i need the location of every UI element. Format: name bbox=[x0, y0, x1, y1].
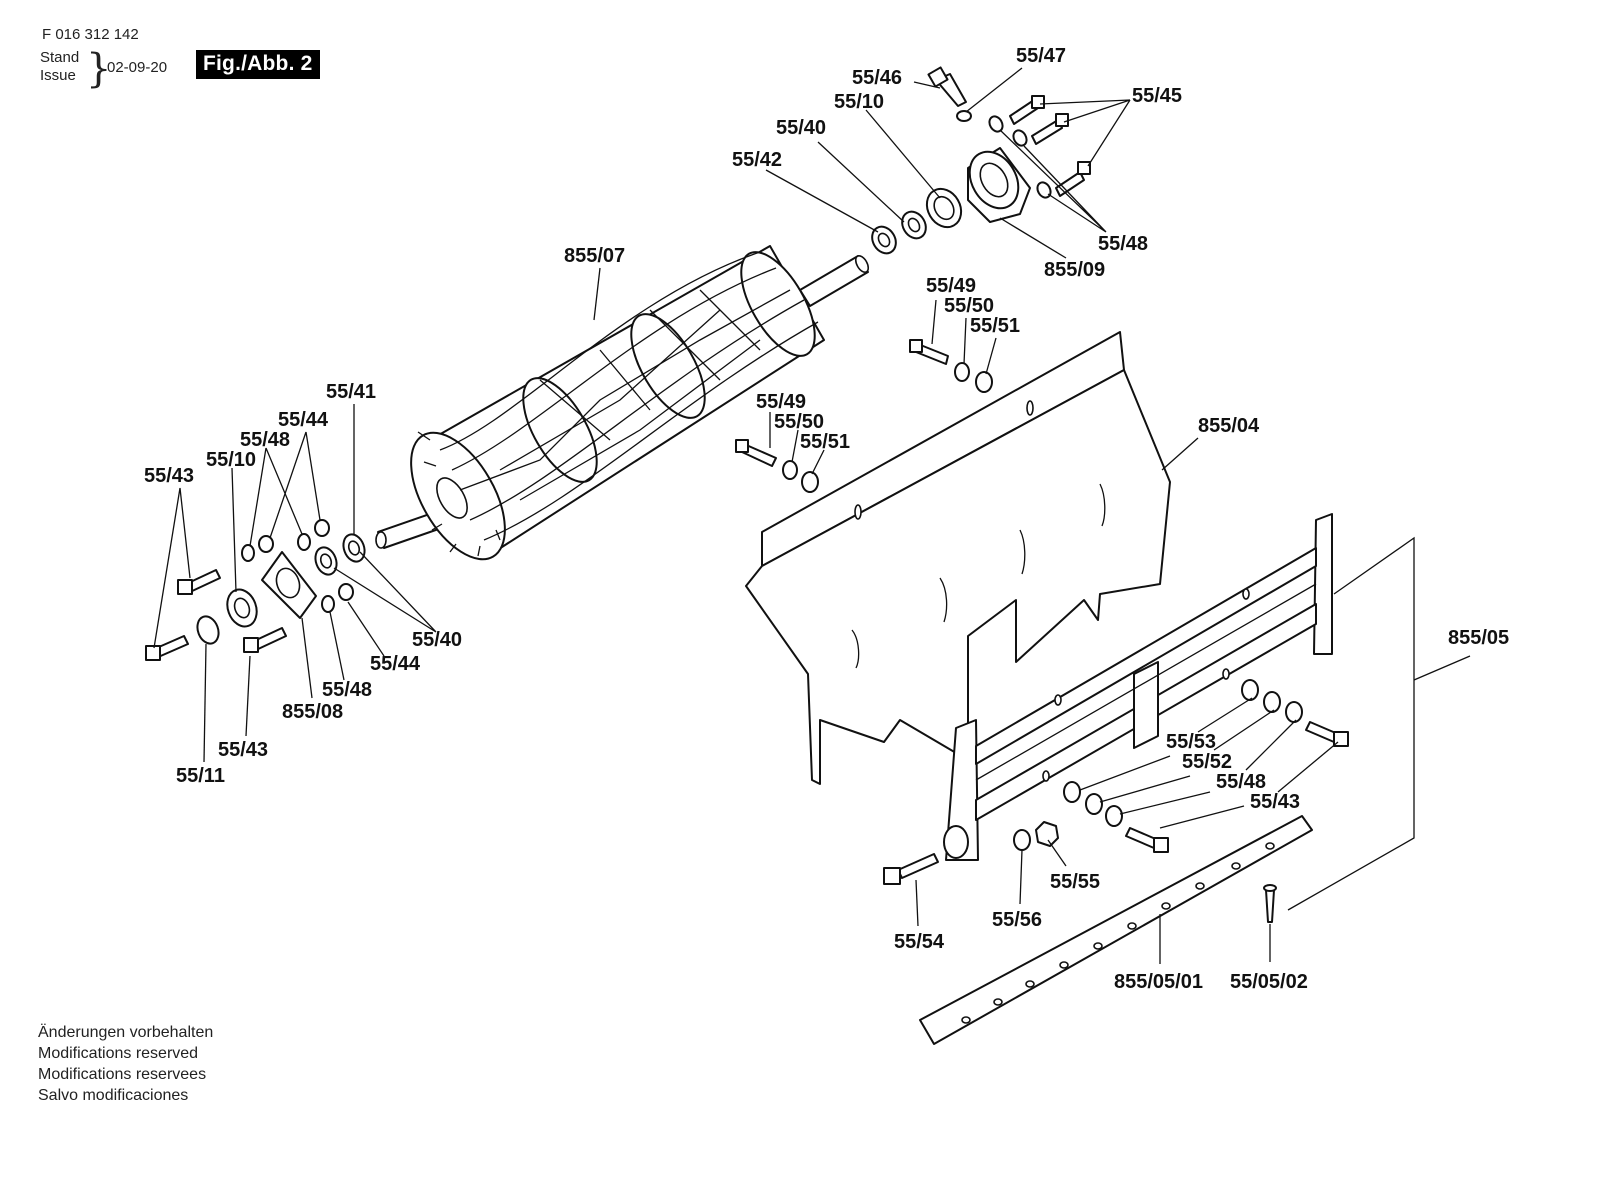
callout-55-10-left: 55/10 bbox=[206, 449, 256, 471]
brace-symbol: } bbox=[86, 46, 112, 92]
note-english: Modifications reserved bbox=[38, 1045, 199, 1062]
callout-55-10-top: 55/10 bbox=[834, 91, 884, 113]
callout-855-09: 855/09 bbox=[1044, 259, 1105, 281]
callout-55-52: 55/52 bbox=[1182, 751, 1232, 773]
note-french: Modifications reservees bbox=[38, 1066, 207, 1083]
callout-855-05-01: 855/05/01 bbox=[1114, 971, 1203, 993]
callout-55-45: 55/45 bbox=[1132, 85, 1182, 107]
callout-55-54: 55/54 bbox=[894, 931, 945, 953]
issue-date: 02-09-20 bbox=[107, 59, 168, 76]
note-spanish: Salvo modificaciones bbox=[38, 1087, 189, 1104]
callout-55-43-bottom: 55/43 bbox=[218, 739, 268, 761]
callout-55-46: 55/46 bbox=[852, 67, 902, 89]
callout-55-43-right: 55/43 bbox=[1250, 791, 1300, 813]
callout-55-51-middle: 55/51 bbox=[800, 431, 850, 453]
callout-55-44-bottom: 55/44 bbox=[370, 653, 421, 675]
note-german: Änderungen vorbehalten bbox=[38, 1024, 214, 1041]
stand-label: Stand bbox=[40, 49, 80, 66]
callout-55-50-upper: 55/50 bbox=[944, 295, 994, 317]
callout-55-47: 55/47 bbox=[1016, 45, 1066, 67]
callout-55-53: 55/53 bbox=[1166, 731, 1216, 753]
callout-55-05-02: 55/05/02 bbox=[1230, 971, 1308, 993]
callout-855-05: 855/05 bbox=[1448, 627, 1509, 649]
callout-55-48-top: 55/48 bbox=[1098, 233, 1148, 255]
bedknife-holes bbox=[961, 842, 1275, 1024]
callout-55-42: 55/42 bbox=[732, 149, 782, 171]
callout-55-48-right: 55/48 bbox=[1216, 771, 1266, 793]
bolt-group-upper bbox=[909, 339, 993, 393]
cover-plate bbox=[745, 331, 1171, 785]
bolt-group-middle bbox=[735, 439, 819, 493]
callout-labels: 55/47 55/46 55/45 55/10 55/40 55/42 55/4… bbox=[144, 45, 1509, 993]
bedknife-frame bbox=[883, 513, 1471, 1045]
callout-55-49-middle: 55/49 bbox=[756, 391, 806, 413]
callout-855-04: 855/04 bbox=[1198, 415, 1260, 437]
callout-55-41: 55/41 bbox=[326, 381, 376, 403]
callout-55-48-left: 55/48 bbox=[240, 429, 290, 451]
reel-cylinder bbox=[375, 245, 870, 561]
left-bearing-group bbox=[145, 519, 366, 661]
leader-lines bbox=[153, 67, 1339, 964]
modification-notes: Änderungen vorbehalten Modifications res… bbox=[38, 1022, 213, 1106]
figure-label: Fig./Abb. 2 bbox=[196, 50, 320, 79]
callout-55-40-bottom: 55/40 bbox=[412, 629, 462, 651]
callout-55-51-upper: 55/51 bbox=[970, 315, 1020, 337]
callout-55-50-middle: 55/50 bbox=[774, 411, 824, 433]
right-bearing-group bbox=[871, 66, 1091, 255]
callout-855-07: 855/07 bbox=[564, 245, 625, 267]
callout-55-49-upper: 55/49 bbox=[926, 275, 976, 297]
callout-55-44-top: 55/44 bbox=[278, 409, 329, 431]
part-number: F 016 312 142 bbox=[42, 26, 139, 43]
callout-55-56: 55/56 bbox=[992, 909, 1042, 931]
callout-55-40-top: 55/40 bbox=[776, 117, 826, 139]
callout-55-55: 55/55 bbox=[1050, 871, 1100, 893]
callout-55-43-left: 55/43 bbox=[144, 465, 194, 487]
issue-label: Issue bbox=[40, 67, 76, 84]
callout-55-48-bottom: 55/48 bbox=[322, 679, 372, 701]
callout-55-11: 55/11 bbox=[176, 765, 225, 787]
callout-855-08: 855/08 bbox=[282, 701, 343, 723]
